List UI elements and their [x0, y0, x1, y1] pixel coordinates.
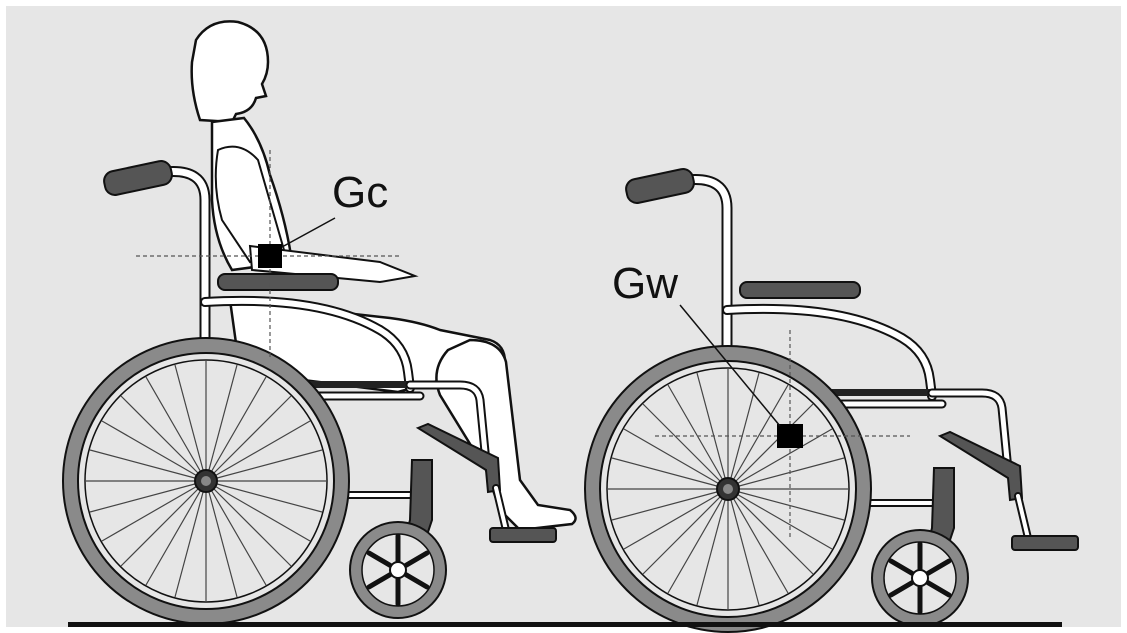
- wheelchair-frame-empty: [585, 167, 1078, 632]
- empty-wheelchair: Gw: [585, 167, 1078, 632]
- gw-marker: [777, 424, 803, 448]
- ground-line: [68, 622, 1062, 627]
- gc-leader-line: [282, 218, 335, 247]
- occupied-wheelchair: Gc: [63, 21, 576, 624]
- wheelchair-frame: [63, 159, 556, 624]
- gc-label: Gc: [332, 168, 388, 217]
- gc-marker: [258, 244, 282, 268]
- gw-label: Gw: [612, 259, 678, 308]
